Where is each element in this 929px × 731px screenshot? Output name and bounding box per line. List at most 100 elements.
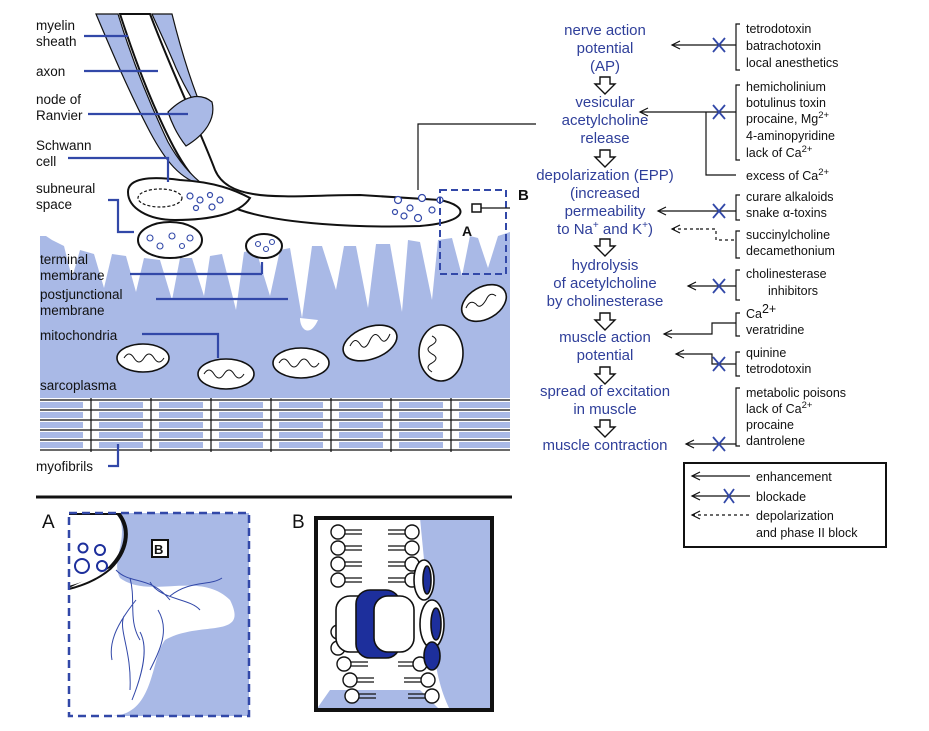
blockade-x-icon xyxy=(712,104,726,120)
svg-text:veratridine: veratridine xyxy=(746,323,804,337)
vesicle-connector xyxy=(417,123,536,190)
label-node-of: node of xyxy=(36,92,81,107)
svg-text:lack of Ca2+: lack of Ca2+ xyxy=(746,400,813,416)
svg-text:tetrodotoxin: tetrodotoxin xyxy=(746,22,811,36)
mitochondria xyxy=(116,283,508,390)
svg-text:hemicholinium: hemicholinium xyxy=(746,80,826,94)
svg-text:succinylcholine: succinylcholine xyxy=(746,228,830,242)
svg-text:procaine, Mg2+: procaine, Mg2+ xyxy=(746,110,830,126)
synaptic-vesicles xyxy=(391,193,444,223)
svg-text:4-aminopyridine: 4-aminopyridine xyxy=(746,129,835,143)
svg-text:botulinus toxin: botulinus toxin xyxy=(746,96,826,110)
flow-hyd-3: by cholinesterase xyxy=(547,293,664,310)
label-terminal: terminal xyxy=(40,252,88,267)
svg-text:metabolic poisons: metabolic poisons xyxy=(746,386,846,400)
label-terminal-membrane: membrane xyxy=(40,268,105,283)
flow-dep-3: permeability xyxy=(565,203,646,220)
panel-b: B xyxy=(292,512,494,712)
svg-text:curare alkaloids: curare alkaloids xyxy=(746,190,834,204)
flow-ap-2: potential xyxy=(577,40,634,57)
flow-spread-2: in muscle xyxy=(573,401,636,418)
label-ranvier: Ranvier xyxy=(36,108,83,123)
flow-chart: nerve action potential (AP) vesicular ac… xyxy=(536,22,674,454)
label-postjunctional: postjunctional xyxy=(40,287,123,302)
svg-text:dantrolene: dantrolene xyxy=(746,434,805,448)
svg-text:local anesthetics: local anesthetics xyxy=(746,56,838,70)
flow-hyd-1: hydrolysis xyxy=(572,257,639,274)
legend-enhancement: enhancement xyxy=(756,470,832,484)
label-myofibrils: myofibrils xyxy=(36,459,93,474)
flow-hyd-2: of acetylcholine xyxy=(553,275,656,292)
label-sarcoplasma: sarcoplasma xyxy=(40,378,117,393)
flow-ves-2: acetylcholine xyxy=(562,112,649,129)
svg-text:tetrodotoxin: tetrodotoxin xyxy=(746,362,811,376)
flow-map-1: muscle action xyxy=(559,329,651,346)
svg-text:procaine: procaine xyxy=(746,418,794,432)
agent-arrows xyxy=(638,23,740,449)
label-subneural: subneural xyxy=(36,181,95,196)
legend-blockade: blockade xyxy=(756,490,806,504)
flow-contraction: muscle contraction xyxy=(542,437,667,454)
down-arrow-icon xyxy=(593,149,617,168)
flow-spread-1: spread of excitation xyxy=(540,383,670,400)
blockade-x-icon xyxy=(723,488,735,504)
svg-text:Ca2+: Ca2+ xyxy=(746,302,776,321)
svg-text:snake α-toxins: snake α-toxins xyxy=(746,206,827,220)
down-arrow-icon xyxy=(593,76,617,95)
region-b-marker xyxy=(471,203,482,213)
down-arrow-icon xyxy=(593,238,617,257)
label-axon: axon xyxy=(36,64,65,79)
flow-map-2: potential xyxy=(577,347,634,364)
schwann-cell xyxy=(126,177,252,222)
box-b-label: B xyxy=(518,187,529,204)
region-a-outline xyxy=(439,189,507,275)
blockade-x-icon xyxy=(712,203,726,219)
legend-depolarization-1: depolarization xyxy=(756,509,834,523)
svg-text:excess of Ca2+: excess of Ca2+ xyxy=(746,167,830,183)
svg-text:inhibitors: inhibitors xyxy=(768,284,818,298)
panel-a-box-b: B xyxy=(154,542,163,557)
panel-b-label: B xyxy=(292,512,305,533)
label-space: space xyxy=(36,197,72,212)
label-post-membrane: membrane xyxy=(40,303,105,318)
down-arrow-icon xyxy=(593,419,617,438)
myofibrils xyxy=(40,398,510,452)
label-sheath: sheath xyxy=(36,34,77,49)
svg-text:cholinesterase: cholinesterase xyxy=(746,267,827,281)
blockade-x-icon xyxy=(712,37,726,53)
flow-ves-3: release xyxy=(580,130,629,147)
panel-a-label: A xyxy=(42,512,55,533)
flow-dep-4: to Na+ and K+) xyxy=(557,220,653,238)
flow-dep-2: (increased xyxy=(570,185,640,202)
structure-labels: myelin sheath axon node of Ranvier Schwa… xyxy=(36,18,123,474)
svg-text:batrachotoxin: batrachotoxin xyxy=(746,39,821,53)
label-myelin: myelin xyxy=(36,18,75,33)
legend-depolarization-2: and phase II block xyxy=(756,526,858,540)
agent-labels: tetrodotoxin batrachotoxin local anesthe… xyxy=(746,22,846,448)
flow-ap-1: nerve action xyxy=(564,22,646,39)
blockade-marks xyxy=(712,37,726,452)
down-arrow-icon xyxy=(593,366,617,385)
label-leader-lines xyxy=(68,34,288,468)
flow-dep-1: depolarization (EPP) xyxy=(536,167,674,184)
flow-ap-3: (AP) xyxy=(590,58,620,75)
svg-text:decamethonium: decamethonium xyxy=(746,244,835,258)
label-cell: cell xyxy=(36,154,56,169)
svg-text:quinine: quinine xyxy=(746,346,786,360)
legend: enhancement blockade depolarization and … xyxy=(683,462,887,548)
terminal-boutons xyxy=(137,221,283,259)
svg-text:lack of Ca2+: lack of Ca2+ xyxy=(746,144,813,160)
label-schwann: Schwann xyxy=(36,138,92,153)
blockade-x-icon xyxy=(712,436,726,452)
flow-ves-1: vesicular xyxy=(575,94,634,111)
blockade-x-icon xyxy=(712,278,726,294)
flow-arrows xyxy=(593,76,617,438)
panel-a: A B xyxy=(42,511,251,718)
down-arrow-icon xyxy=(593,312,617,331)
box-a-label: A xyxy=(462,223,472,239)
nerve-axon xyxy=(95,13,462,228)
label-mitochondria: mitochondria xyxy=(40,328,118,343)
blockade-x-icon xyxy=(712,356,726,372)
